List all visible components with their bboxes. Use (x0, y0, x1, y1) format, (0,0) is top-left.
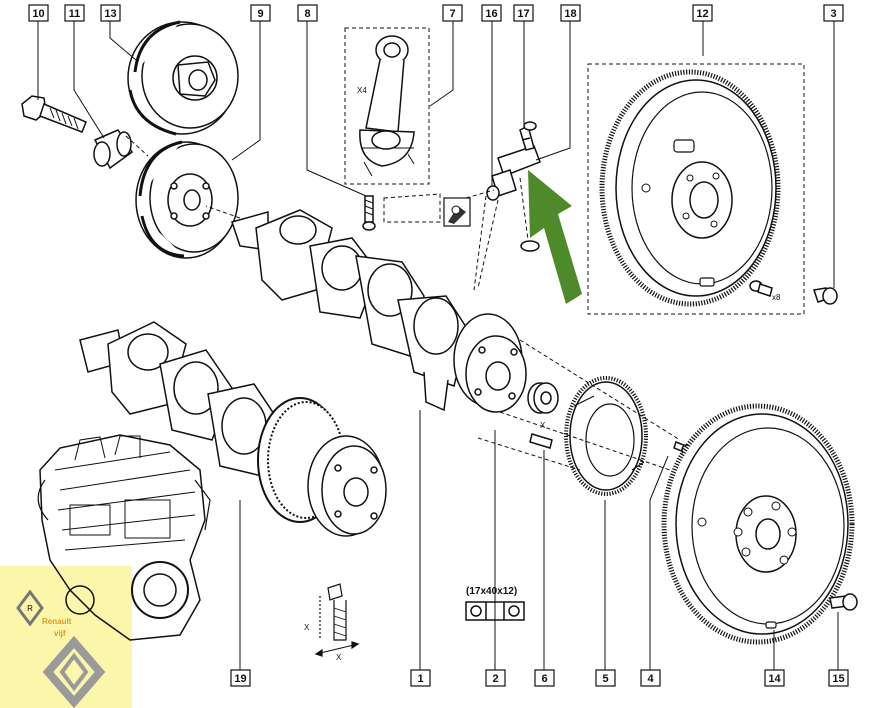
callout-2-label: 2 (492, 673, 498, 685)
callout-14-label: 14 (768, 673, 781, 685)
callout-2: 2 (485, 669, 506, 687)
sensor-leader-lines (383, 177, 529, 289)
renault-diamond-logo-large (42, 635, 106, 708)
flywheel-bolt-quantity: x8 (772, 293, 781, 302)
sensor-detail-icon (443, 197, 471, 227)
target-reluctor-ring (564, 376, 648, 496)
connecting-rod-group: X4 (344, 27, 430, 185)
rod-quantity-label: X4 (357, 86, 367, 95)
callout-5-label: 5 (602, 673, 608, 685)
crankshaft-with-reluctor (79, 321, 387, 537)
callout-4: 4 (640, 669, 661, 687)
dual-mass-flywheel (599, 69, 781, 307)
dual-mass-flywheel-group: x8 (587, 63, 805, 315)
assembly-arrows (125, 135, 487, 291)
callout-6-label: 6 (541, 673, 547, 685)
callout-12-label: 12 (696, 8, 708, 20)
callout-8: 8 (297, 4, 318, 22)
sensor-bolt (521, 137, 531, 141)
bolt-dimension-detail (314, 583, 360, 657)
engine-assembly-illustration (37, 434, 211, 641)
callout-11-label: 11 (69, 8, 81, 20)
callout-17-label: 17 (517, 8, 529, 20)
logo-sub-text: vijf (54, 629, 66, 638)
callout-18: 18 (560, 4, 581, 22)
pulley-bolt (21, 95, 87, 133)
highlight-arrow (528, 170, 582, 304)
bolt-dimension-x-vertical: X (304, 623, 310, 632)
callout-15: 15 (828, 669, 849, 687)
callout-17: 17 (513, 4, 534, 22)
flywheel (661, 403, 855, 645)
bolt-dimension-x-horizontal: X (336, 653, 342, 662)
flywheel-bolt (813, 287, 838, 305)
bearing-size-label: (17x40x12) (466, 586, 517, 597)
callout-9-label: 9 (257, 8, 263, 20)
leader-lines (37, 18, 839, 670)
callout-9: 9 (250, 4, 271, 22)
callout-5: 5 (595, 669, 616, 687)
callout-15-label: 15 (832, 673, 844, 685)
callout-13: 13 (100, 4, 121, 22)
callout-1-label: 1 (417, 673, 423, 685)
callout-6: 6 (534, 669, 555, 687)
renault-watermark: R Renault vijf (0, 566, 132, 708)
accessory-drive-pulley (127, 20, 239, 136)
callout-7-label: 7 (449, 8, 455, 20)
callout-11: 11 (64, 4, 85, 22)
pilot-bearing (527, 382, 559, 414)
callout-19: 19 (230, 669, 251, 687)
crankshaft-position-sensor (486, 121, 541, 201)
logo-brand-text: Renault (42, 617, 72, 626)
callout-16: 16 (481, 4, 502, 22)
callout-3: 3 (823, 4, 844, 22)
sensor-o-ring (520, 240, 540, 252)
svg-text:R: R (27, 604, 33, 613)
crankshaft (231, 209, 527, 413)
callout-4-label: 4 (647, 673, 654, 685)
callout-19-label: 19 (234, 673, 246, 685)
callout-3-label: 3 (830, 8, 836, 20)
flywheel-bolt-small (749, 280, 773, 297)
callout-10: 10 (28, 4, 49, 22)
callout-13-label: 13 (104, 8, 116, 20)
flywheel-bolt-lower (829, 593, 858, 611)
callout-16-label: 16 (485, 8, 497, 20)
pin-dimension-label: X (540, 421, 546, 430)
dowel-pin (529, 433, 553, 449)
connecting-rod-bolt (362, 195, 376, 231)
callout-8-label: 8 (304, 8, 310, 20)
crankshaft-damper-pulley (135, 140, 239, 259)
callout-18-label: 18 (564, 8, 576, 20)
callout-7: 7 (442, 4, 463, 22)
callout-1: 1 (410, 669, 431, 687)
callout-12: 12 (692, 4, 713, 22)
callout-10-label: 10 (32, 8, 44, 20)
connecting-rod (359, 35, 415, 177)
renault-diamond-logo-small: R (16, 589, 44, 627)
callout-14: 14 (764, 669, 785, 687)
